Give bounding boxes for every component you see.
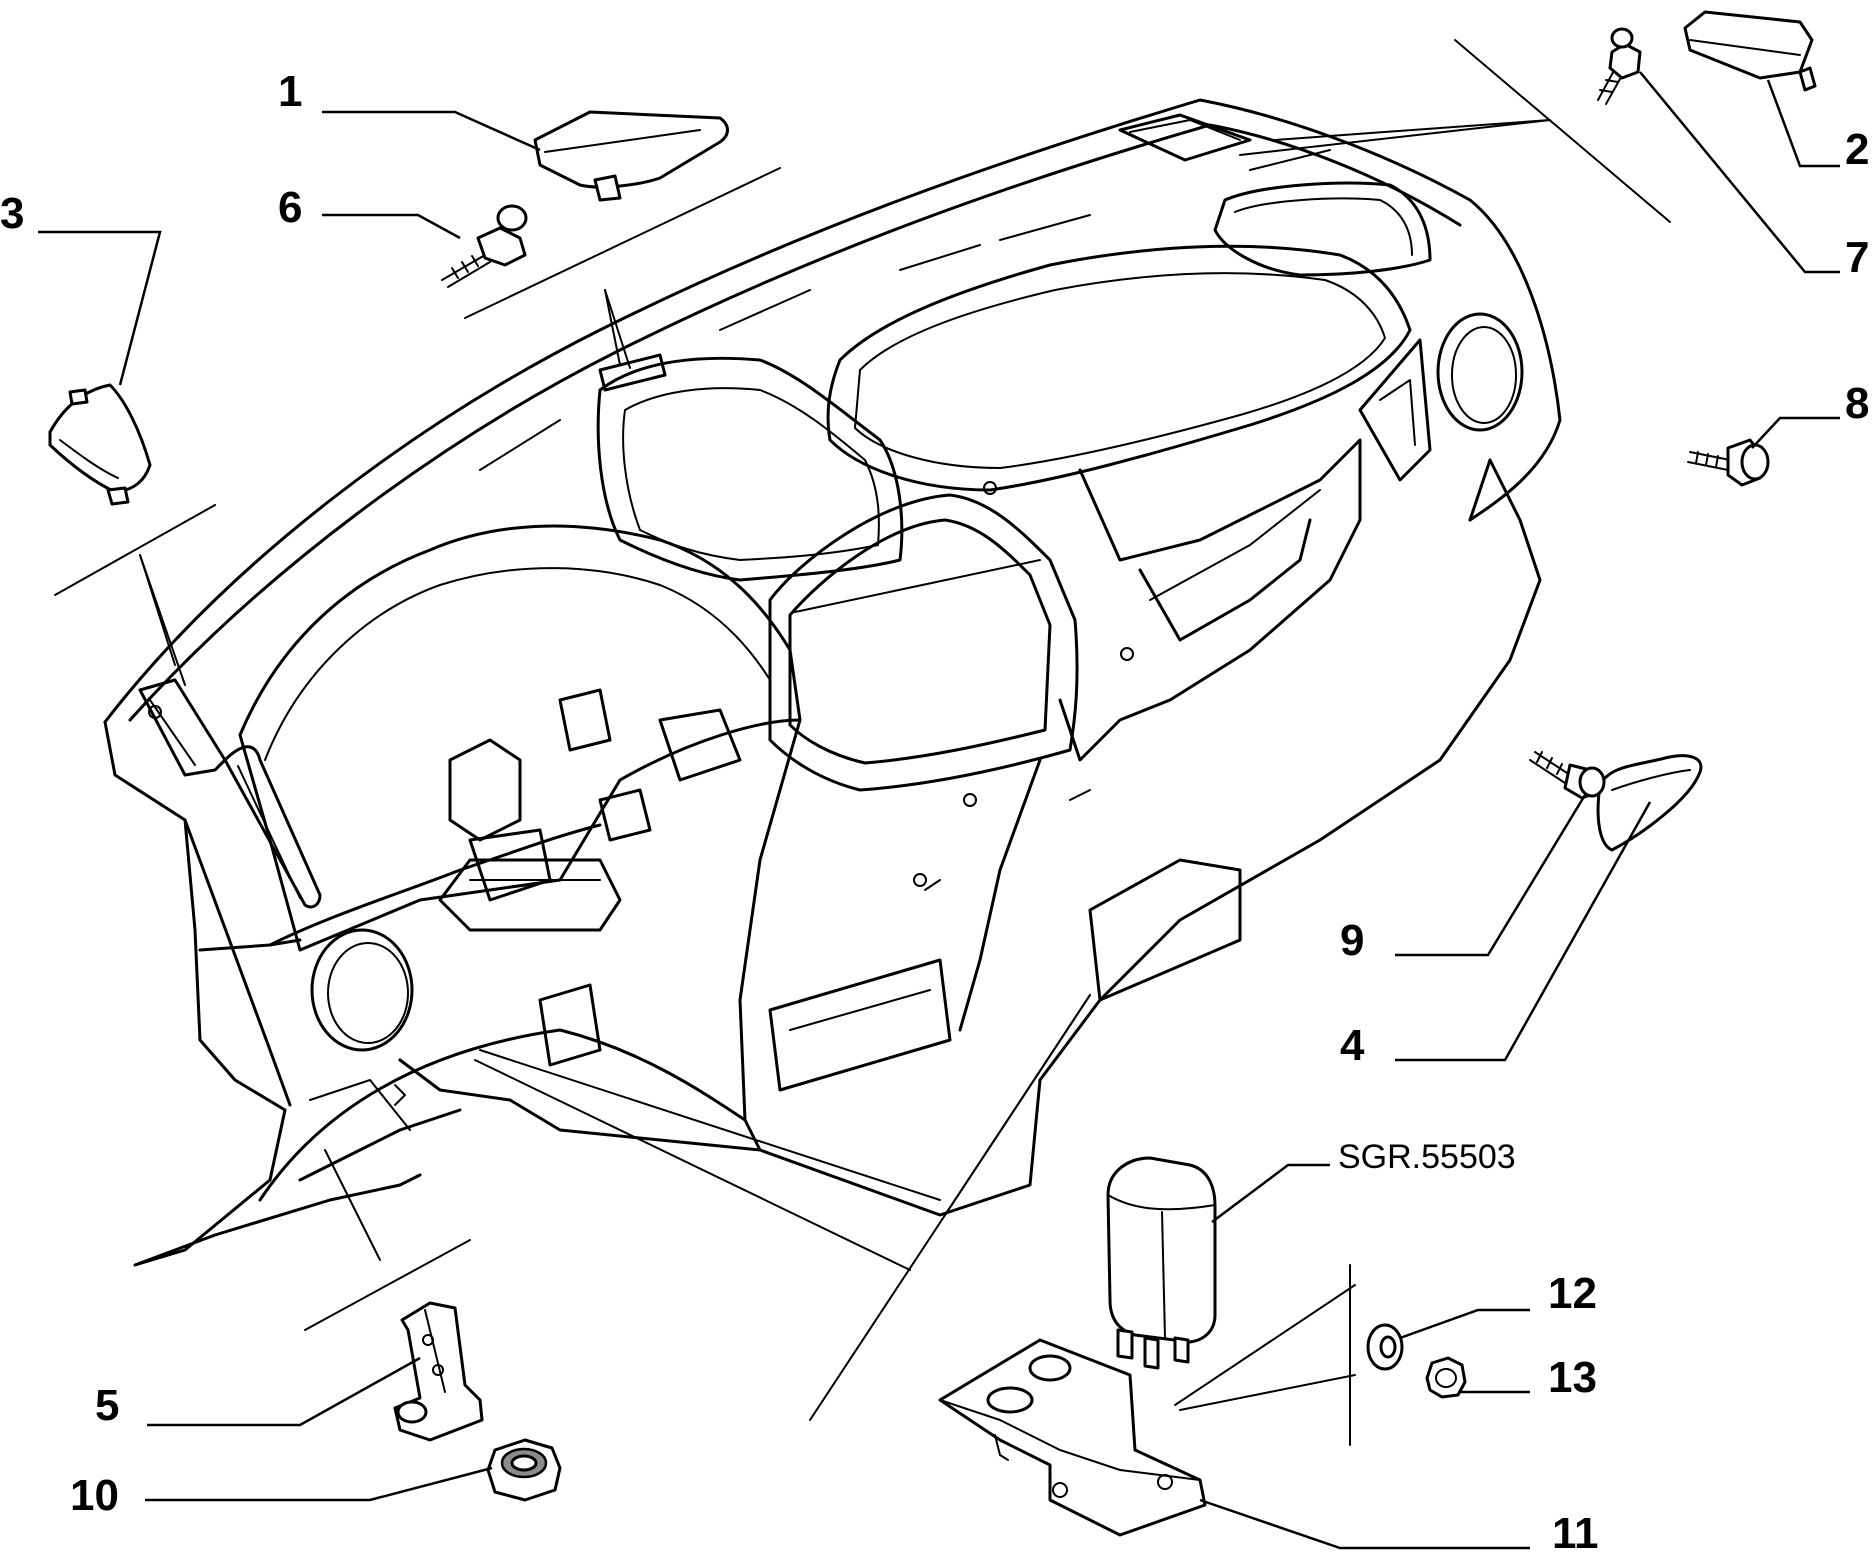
callout-11: 11 (1552, 1509, 1599, 1555)
part-5-bracket (393, 1301, 484, 1442)
callout-7: 7 (1845, 233, 1869, 282)
callout-12: 12 (1548, 1269, 1597, 1318)
part-6-screw (441, 204, 528, 288)
part-2-cover-cap (1683, 10, 1817, 92)
callout-2: 2 (1845, 125, 1869, 174)
callout-8: 8 (1845, 379, 1869, 428)
leader-lines (38, 71, 1840, 1550)
callout-4: 4 (1340, 1021, 1365, 1070)
part-10-nut (486, 1438, 562, 1502)
callout-13: 13 (1548, 1353, 1597, 1402)
part-1-cover-cap (533, 110, 729, 202)
part-7-screw (1597, 27, 1642, 105)
callout-10: 10 (70, 1471, 119, 1520)
callout-3: 3 (0, 189, 24, 238)
reference-code-label: SGR.55503 (1338, 1138, 1516, 1176)
dashboard-assembly (103, 98, 1562, 1267)
part-13-nut (1425, 1356, 1467, 1399)
relay-component (1106, 1156, 1217, 1370)
part-9-screw (1529, 751, 1606, 800)
part-11-relay-bracket (938, 1338, 1207, 1537)
callout-5: 5 (95, 1381, 119, 1430)
part-8-screw (1687, 438, 1770, 487)
callout-9: 9 (1340, 916, 1364, 965)
callout-6: 6 (278, 183, 302, 232)
callout-labels: 1 2 3 4 5 6 7 8 9 10 11 12 13 SGR.55503 (0, 67, 1869, 1555)
assembly-guide-lines (54, 39, 1671, 1446)
part-12-washer (1366, 1323, 1404, 1371)
callout-1: 1 (278, 67, 302, 116)
part-3-end-cap (48, 383, 152, 506)
